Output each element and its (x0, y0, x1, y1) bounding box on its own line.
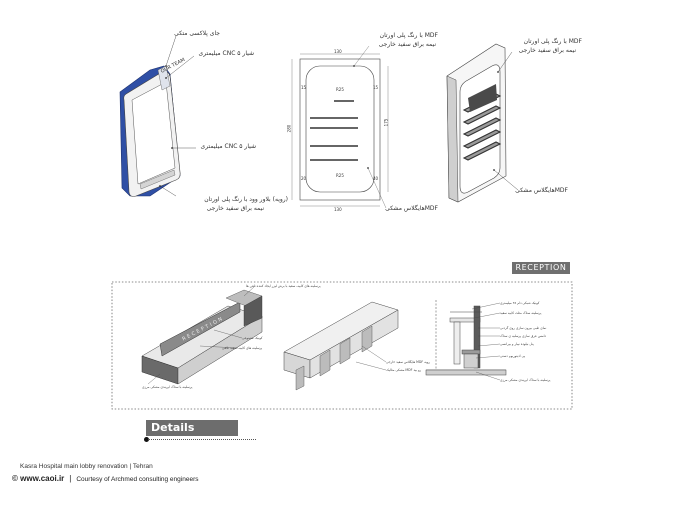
reception-mid-note2: رو بید MDF مشکی متالیک (386, 368, 422, 372)
panel1-label-bottom-2: نیمه براق سفید خارجی (206, 205, 264, 212)
panel2-dim-side2: 15 (373, 85, 379, 90)
footer-credit-line: © www.caoi.ir | Courtesy of Archmed consul… (12, 474, 198, 483)
footer-caption: Kasra Hospital main lobby renovation | T… (20, 463, 153, 470)
panel2-outer (299, 58, 381, 201)
panel2-dim-side4: 40 (373, 176, 379, 181)
panel2-dim-bottom-width: 130 (334, 207, 342, 212)
reception-desk-long (283, 301, 399, 391)
panel2-label-top-2: نیمه براق سفید خارجی (378, 41, 436, 48)
panel3-label-top-2: نیمه براق سفید خارجی (518, 47, 576, 54)
panel2-label-top-1: MDF با رنگ پلی اورتان (379, 32, 438, 39)
reception-note-top: پرسلینه های کابیه، سفید با برش لیزر ایجا… (246, 284, 321, 288)
panel1-label-cnc-top: شیار CNC ۵ میلیمتری (198, 50, 255, 57)
panel2-dim-side3: 20 (301, 176, 307, 181)
reception-section (425, 300, 507, 376)
reception-note-mid1: کونیک مصنوعی (242, 336, 263, 340)
panel3-side (446, 75, 459, 203)
reception-right-note-3: نمای طبی بیرون سازی روی گردنی (500, 326, 547, 330)
panel2-dim-r2: R25 (336, 173, 344, 178)
reception-desk-front (159, 301, 241, 357)
details-divider (148, 439, 256, 440)
reception-tag: RECEPTION (512, 262, 570, 274)
reception-right-note-6: پی ادیتوریوم دستی (500, 354, 526, 358)
details-heading: Details (146, 420, 238, 436)
panel2-dim-inner-height: 175 (383, 118, 389, 127)
panel2-label-bottom: MDFهایگلاس مشکی (385, 205, 438, 212)
reception-right-note-1: کونیک شبکی دام ۳۸ میلیمتری (500, 301, 540, 305)
panel3-label-bottom: MDFهایگلاس مشکی (515, 187, 568, 194)
panel2-shelves (310, 100, 358, 161)
reception-mid-note1: رویه MDF هایگلاس سفید خارجی (386, 360, 430, 364)
footer-credit: Courtesy of Archmed consulting engineers (76, 476, 199, 483)
panel1-screen (131, 81, 176, 185)
details-bullet (144, 437, 149, 442)
panel1-label-bottom-1: (رویه) بلاور وود با رنگ پلی اورتان (204, 196, 288, 203)
panel1-label-cnc-mid: شیار CNC ۵ میلیمتری (200, 143, 257, 150)
panel1-label-top: جای پلاکسی متکی (174, 30, 220, 37)
reception-right-note-5: پنل نیلوده نیبار و بیرانسی (500, 342, 534, 346)
footer-url[interactable]: © www.caoi.ir (12, 474, 65, 483)
reception-note-bottom: پرسلینه با ستاک ایریندی مشکی مرزی (142, 385, 193, 389)
reception-right-note-4: دامس عرق سازی پرسلیه ی ستاک (500, 334, 546, 338)
footer-separator: | (69, 474, 72, 483)
panel1-bottom-strip (139, 169, 176, 190)
panel3-dark-band (468, 84, 497, 112)
reception-desk-iso (141, 289, 263, 385)
panel2-dim-height: 280 (286, 124, 292, 133)
panel3-label-top-1: MDF با رنگ پلی اورتان (523, 38, 582, 45)
reception-right-note-7: پرسلینه با ستاک ایریندی مشکی مرزی (500, 378, 551, 382)
panel2-dim-side1: 15 (301, 85, 307, 90)
panel2-dim-r1: R25 (336, 87, 344, 92)
panel1-plaque (157, 65, 171, 91)
reception-note-mid2: پرسلینه های کابیه، سفید تلاقی (222, 346, 263, 350)
reception-right-note-2: پرسلینه ستاک مثلث کابیه سفید (500, 311, 542, 315)
panel2-dim-top-width: 130 (334, 49, 342, 54)
